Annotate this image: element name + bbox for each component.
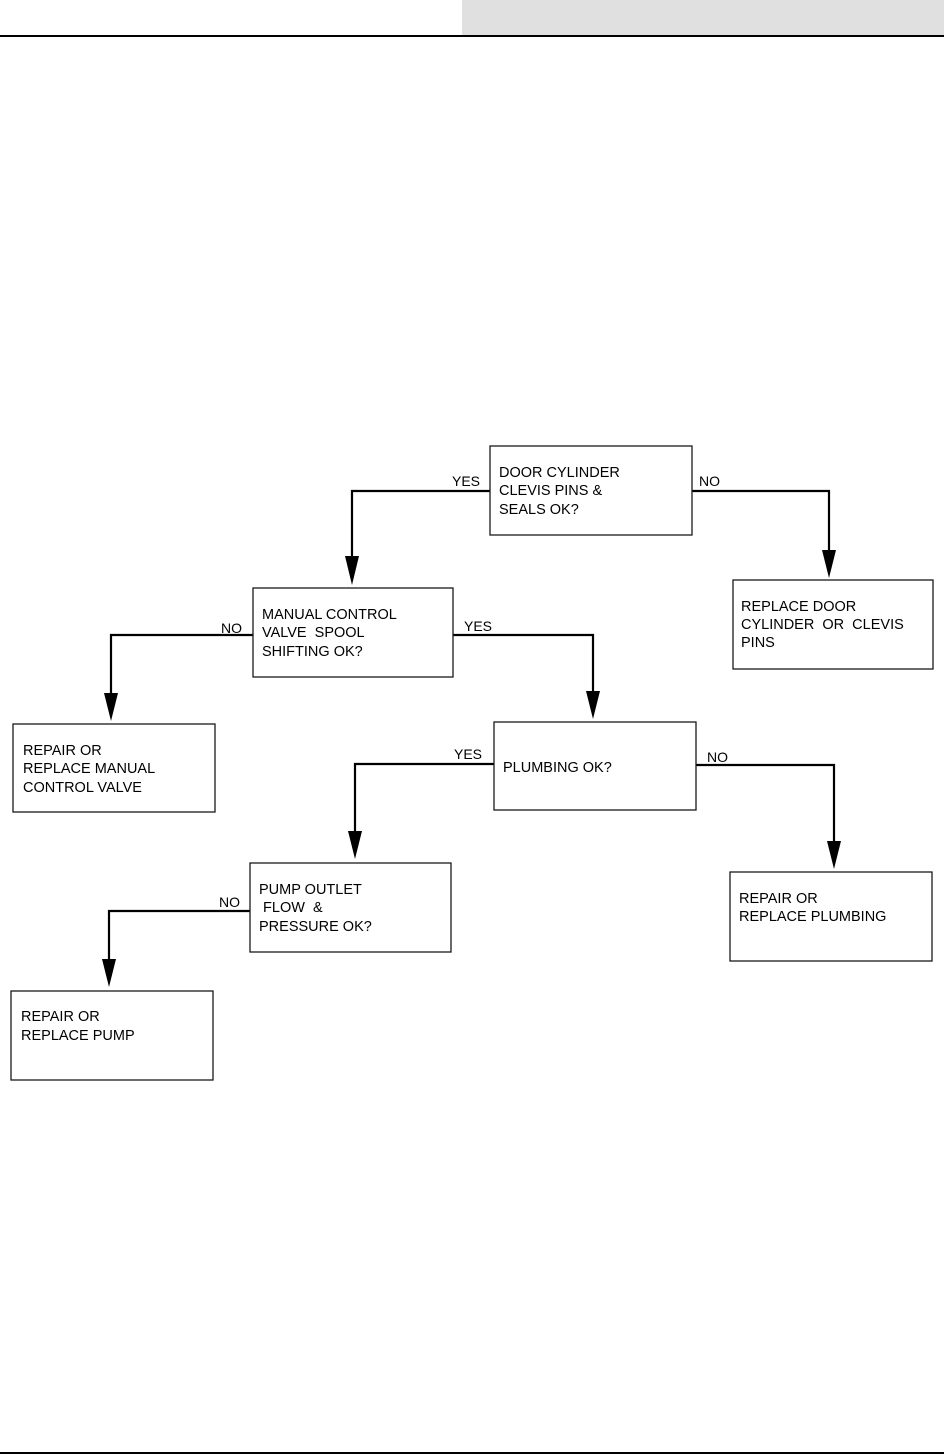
- node-replace-door: REPLACE DOOR CYLINDER OR CLEVIS PINS: [732, 579, 934, 670]
- node-text-line: CLEVIS PINS &: [499, 483, 602, 499]
- node-text-line: SEALS OK?: [499, 502, 579, 518]
- node-text-line: PRESSURE OK?: [259, 919, 372, 935]
- node-text-line: PLUMBING OK?: [503, 760, 612, 776]
- connector-pump-no: [107, 909, 250, 971]
- node-text-line: REPLACE DOOR: [741, 599, 856, 615]
- footer-rule: [0, 1452, 944, 1454]
- connector-door-yes: [350, 489, 490, 568]
- node-text-line: PINS: [741, 635, 775, 651]
- connector-plumbing-yes: [353, 762, 494, 843]
- connector-plumbing-no: [696, 763, 836, 853]
- header-shaded-band: [462, 0, 944, 35]
- node-text-line: CYLINDER OR CLEVIS: [741, 617, 904, 633]
- node-box: [10, 990, 214, 1081]
- node-box: [252, 587, 454, 678]
- node-text-line: CONTROL VALVE: [23, 780, 142, 796]
- node-text-line: REPLACE PLUMBING: [739, 909, 886, 925]
- node-text-line: REPAIR OR: [21, 1009, 100, 1025]
- arrowhead-plumbing-yes: [348, 831, 362, 859]
- label-valve-yes: YES: [464, 618, 492, 634]
- node-box: [729, 871, 933, 962]
- header-rule: [0, 35, 944, 37]
- node-text-line: REPLACE MANUAL: [23, 761, 155, 777]
- node-repair-plumbing: REPAIR OR REPLACE PLUMBING: [729, 871, 933, 962]
- arrowhead-door-yes: [345, 556, 359, 585]
- node-text-line: REPAIR OR: [739, 891, 818, 907]
- node-text-line: DOOR CYLINDER: [499, 465, 620, 481]
- connector-valve-yes: [453, 633, 595, 703]
- node-text-line: REPAIR OR: [23, 743, 102, 759]
- arrowhead-plumbing-no: [827, 841, 841, 869]
- label-valve-no: NO: [221, 620, 242, 636]
- node-text-line: REPLACE PUMP: [21, 1028, 135, 1044]
- connector-valve-no: [109, 633, 253, 705]
- branch-labels: YES NO NO YES YES NO NO: [219, 473, 728, 910]
- arrowhead-pump-no: [102, 959, 116, 987]
- node-box: [489, 445, 693, 536]
- connector-door-no: [692, 489, 831, 562]
- node-repair-valve: REPAIR OR REPLACE MANUAL CONTROL VALVE: [12, 723, 216, 813]
- node-box: [12, 723, 216, 813]
- label-pump-no: NO: [219, 894, 240, 910]
- node-text-line: FLOW &: [259, 900, 323, 916]
- node-manual-valve: MANUAL CONTROL VALVE SPOOL SHIFTING OK?: [252, 587, 454, 678]
- node-plumbing: PLUMBING OK?: [493, 721, 697, 811]
- label-door-no: NO: [699, 473, 720, 489]
- arrowhead-valve-yes: [586, 691, 600, 719]
- node-repair-pump: REPAIR OR REPLACE PUMP: [10, 990, 214, 1081]
- node-text-line: SHIFTING OK?: [262, 644, 363, 660]
- node-box: [493, 721, 697, 811]
- label-plumbing-yes: YES: [454, 746, 482, 762]
- label-plumbing-no: NO: [707, 749, 728, 765]
- connectors: [102, 489, 841, 987]
- arrowhead-valve-no: [104, 693, 118, 721]
- node-door-cylinder: DOOR CYLINDER CLEVIS PINS & SEALS OK?: [489, 445, 693, 536]
- label-door-yes: YES: [452, 473, 480, 489]
- arrowhead-door-no: [822, 550, 836, 578]
- node-text-line: PUMP OUTLET: [259, 882, 362, 898]
- node-text-line: MANUAL CONTROL: [262, 607, 397, 623]
- node-box: [249, 862, 452, 953]
- node-box: [732, 579, 934, 670]
- node-text-line: VALVE SPOOL: [262, 625, 365, 641]
- node-pump-outlet: PUMP OUTLET FLOW & PRESSURE OK?: [249, 862, 452, 953]
